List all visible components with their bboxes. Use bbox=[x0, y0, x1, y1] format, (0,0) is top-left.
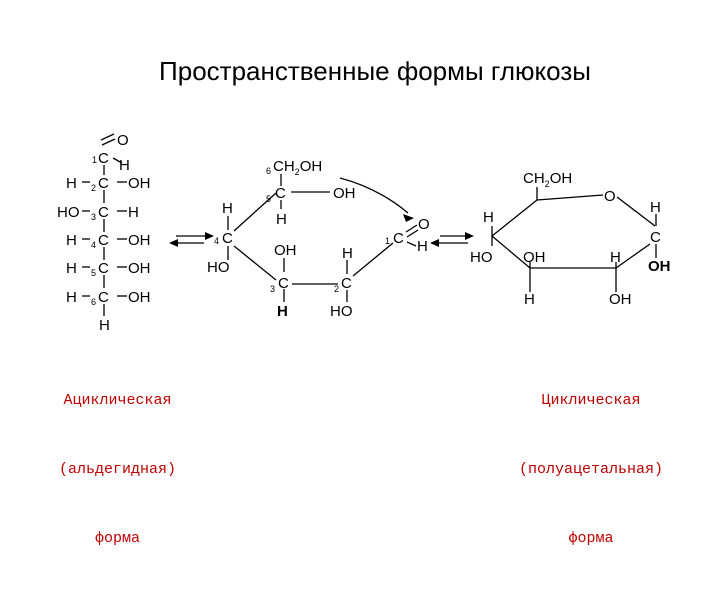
fischer-c1-h: H bbox=[119, 157, 130, 174]
fischer-row-carbon: C bbox=[98, 289, 109, 306]
curved-arrow-head bbox=[403, 214, 414, 222]
fischer-row-num: 2 bbox=[91, 183, 96, 193]
c3-oh: OH bbox=[274, 242, 297, 259]
ring-oxygen: O bbox=[604, 188, 616, 205]
fischer-row-carbon: C bbox=[98, 260, 109, 277]
bond-lines bbox=[82, 133, 657, 316]
c5-h: H bbox=[276, 211, 287, 228]
acyclic-caption-line3: форма bbox=[94, 530, 140, 547]
c5-oh: OH bbox=[333, 185, 356, 202]
c1-h: H bbox=[650, 199, 661, 216]
acyclic-caption-line1: Ациклическая bbox=[63, 392, 172, 409]
c3-oh: OH bbox=[523, 249, 546, 266]
fischer-row-right: OH bbox=[128, 232, 151, 249]
c1-carbon: C bbox=[393, 230, 404, 247]
open-chain-form: 6 CH2OH 5 C OH H H 4 C HO OH 3 C H H 2 C… bbox=[207, 158, 430, 320]
c4-num: 4 bbox=[214, 236, 219, 246]
c2-carbon: C bbox=[341, 275, 352, 292]
cyclic-caption-line3: форма bbox=[568, 530, 614, 547]
fischer-row-carbon: C bbox=[98, 204, 109, 221]
c3-h: H bbox=[277, 303, 288, 320]
slide-title: Пространственные формы глюкозы bbox=[159, 56, 591, 86]
c1-h: H bbox=[417, 238, 428, 255]
cyclic-caption: Циклическая (полуацетальная) форма bbox=[505, 343, 677, 596]
fischer-row-right: OH bbox=[128, 289, 151, 306]
fischer-c1: C bbox=[98, 150, 109, 167]
c3-h: H bbox=[524, 291, 535, 308]
c6-num: 6 bbox=[266, 166, 271, 176]
arrow-right-head bbox=[465, 232, 474, 240]
c2-oh: OH bbox=[609, 291, 632, 308]
fischer-row-num: 3 bbox=[91, 212, 96, 222]
fischer-row-num: 5 bbox=[91, 268, 96, 278]
c1-carbon: C bbox=[650, 229, 661, 246]
c3-carbon: C bbox=[278, 275, 289, 292]
fischer-row-right: OH bbox=[128, 260, 151, 277]
c1-oxygen: O bbox=[418, 216, 430, 233]
c2-h: H bbox=[342, 245, 353, 262]
c4-ho: HO bbox=[207, 259, 230, 276]
c4-ho: HO bbox=[470, 249, 493, 266]
fischer-row-num: 4 bbox=[91, 240, 96, 250]
c4-h: H bbox=[222, 200, 233, 217]
slide: Пространственные формы глюкозы bbox=[57, 56, 671, 547]
fischer-row-left: HO bbox=[57, 204, 80, 221]
cyclic-caption-line2: (полуацетальная) bbox=[518, 461, 664, 478]
c1-num: 1 bbox=[385, 236, 390, 246]
fischer-projection: O 1 C H H 2 C OH HO 3 C H H 4 C OH H 5 C… bbox=[57, 132, 151, 334]
ch2oh-label: CH2OH bbox=[523, 170, 572, 189]
fischer-row-carbon: C bbox=[98, 175, 109, 192]
fischer-row-left: H bbox=[66, 175, 77, 192]
fischer-row-left: H bbox=[66, 232, 77, 249]
c6-label: CH2OH bbox=[273, 158, 322, 177]
acyclic-caption: Ациклическая (альдегидная) форма bbox=[40, 343, 195, 596]
arrow-left-head bbox=[169, 239, 178, 247]
glucose-structure-diagram: O 1 C H H 2 C OH HO 3 C H H 4 C OH H 5 C… bbox=[57, 132, 671, 334]
arrow-left-head bbox=[430, 239, 439, 247]
fischer-row-right: OH bbox=[128, 175, 151, 192]
fischer-c1-num: 1 bbox=[92, 155, 97, 165]
fischer-row-left: H bbox=[66, 260, 77, 277]
c1-oh: OH bbox=[648, 258, 671, 275]
fischer-row-right: H bbox=[128, 204, 139, 221]
fischer-oxygen: O bbox=[117, 132, 129, 149]
c2-ho: HO bbox=[330, 303, 353, 320]
fischer-bottom-h: H bbox=[99, 317, 110, 334]
cyclic-form: CH2OH O H C OH H HO OH H H OH bbox=[470, 170, 671, 308]
arrow-right-head bbox=[205, 232, 214, 240]
c2-num: 2 bbox=[334, 284, 339, 294]
c4-h: H bbox=[483, 209, 494, 226]
c5-carbon: C bbox=[275, 185, 286, 202]
c5-num: 5 bbox=[266, 194, 271, 204]
acyclic-caption-line2: (альдегидная) bbox=[58, 461, 177, 478]
c4-carbon: C bbox=[222, 230, 233, 247]
fischer-row-carbon: C bbox=[98, 232, 109, 249]
c3-num: 3 bbox=[270, 284, 275, 294]
cyclic-caption-line1: Циклическая bbox=[541, 392, 641, 409]
c2-h: H bbox=[610, 249, 621, 266]
fischer-row-left: H bbox=[66, 289, 77, 306]
fischer-row-num: 6 bbox=[91, 297, 96, 307]
arrowheads bbox=[169, 214, 474, 247]
